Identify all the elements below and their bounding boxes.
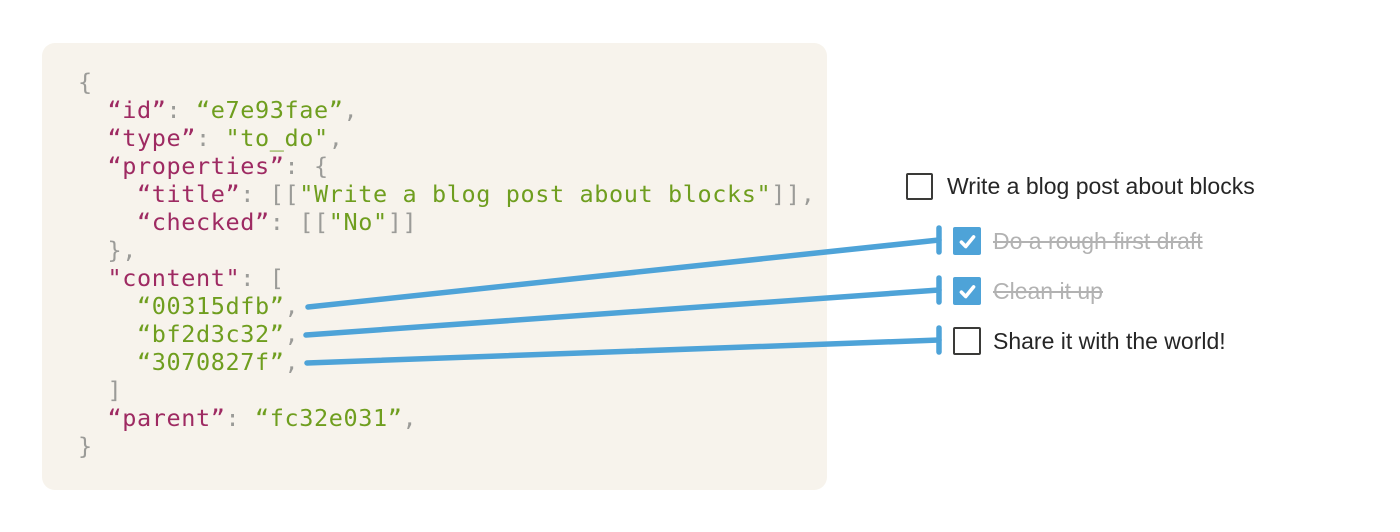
code-token: “properties”: [107, 152, 285, 180]
code-token: : [[: [269, 208, 329, 236]
code-token: “type”: [107, 124, 196, 152]
code-token: }: [78, 432, 93, 460]
code-token: “fc32e031”: [255, 404, 403, 432]
code-token: “e7e93fae”: [196, 96, 344, 124]
checkbox-checked[interactable]: [953, 277, 981, 305]
checkbox-unchecked[interactable]: [906, 173, 933, 200]
code-token: “title”: [137, 180, 241, 208]
code-token: ,: [284, 348, 300, 376]
code-token: ]]: [387, 208, 418, 236]
code-token: “3070827f”: [137, 348, 285, 376]
code-token: “00315dfb”: [137, 292, 285, 320]
code-token: [78, 180, 137, 208]
code-token: : [: [240, 264, 285, 292]
todo-item-label: Write a blog post about blocks: [947, 173, 1255, 199]
code-token: [78, 348, 137, 376]
code-token: ,: [284, 320, 300, 348]
code-token: [78, 208, 137, 236]
code-token: "to_do": [225, 124, 329, 152]
todo-item-label: Clean it up: [993, 277, 1103, 304]
todo-item: Write a blog post about blocks: [906, 173, 1255, 200]
checkbox-unchecked[interactable]: [953, 327, 981, 355]
code-token: [78, 124, 108, 152]
code-token: [78, 292, 137, 320]
code-token: [78, 320, 137, 348]
code-token: },: [78, 236, 137, 264]
code-token: ,: [284, 292, 300, 320]
checkmark-icon: [959, 284, 975, 298]
code-token: [78, 152, 108, 180]
todo-item: Do a rough first draft: [953, 227, 1203, 255]
code-token: : [[: [240, 180, 300, 208]
code-token: "No": [328, 208, 388, 236]
code-token: ]: [78, 376, 123, 404]
todo-item-label: Share it with the world!: [993, 327, 1226, 354]
code-token: [78, 404, 108, 432]
code-token: ,: [328, 124, 344, 152]
code-token: :: [196, 124, 226, 152]
checkmark-icon: [959, 234, 975, 248]
todo-item: Share it with the world!: [953, 327, 1226, 355]
checkbox-checked[interactable]: [953, 227, 981, 255]
code-token: :: [225, 404, 255, 432]
code-token: [78, 264, 108, 292]
json-code-block: { “id”: “e7e93fae”, “type”: "to_do", “pr…: [42, 43, 827, 490]
code-token: : {: [284, 152, 329, 180]
code-token: "Write a blog post about blocks": [299, 180, 772, 208]
todo-item: Clean it up: [953, 277, 1103, 305]
code-token: “parent”: [107, 404, 226, 432]
code-token: ]],: [771, 180, 816, 208]
todo-item-label: Do a rough first draft: [993, 227, 1203, 254]
code-token: “checked”: [137, 208, 270, 236]
code-token: {: [78, 68, 93, 96]
code-token: ,: [343, 96, 359, 124]
code-token: ,: [402, 404, 418, 432]
code-token: “bf2d3c32”: [137, 320, 285, 348]
code-token: “id”: [107, 96, 167, 124]
code-token: "content": [107, 264, 241, 292]
code-token: [78, 96, 108, 124]
code-token: :: [166, 96, 196, 124]
